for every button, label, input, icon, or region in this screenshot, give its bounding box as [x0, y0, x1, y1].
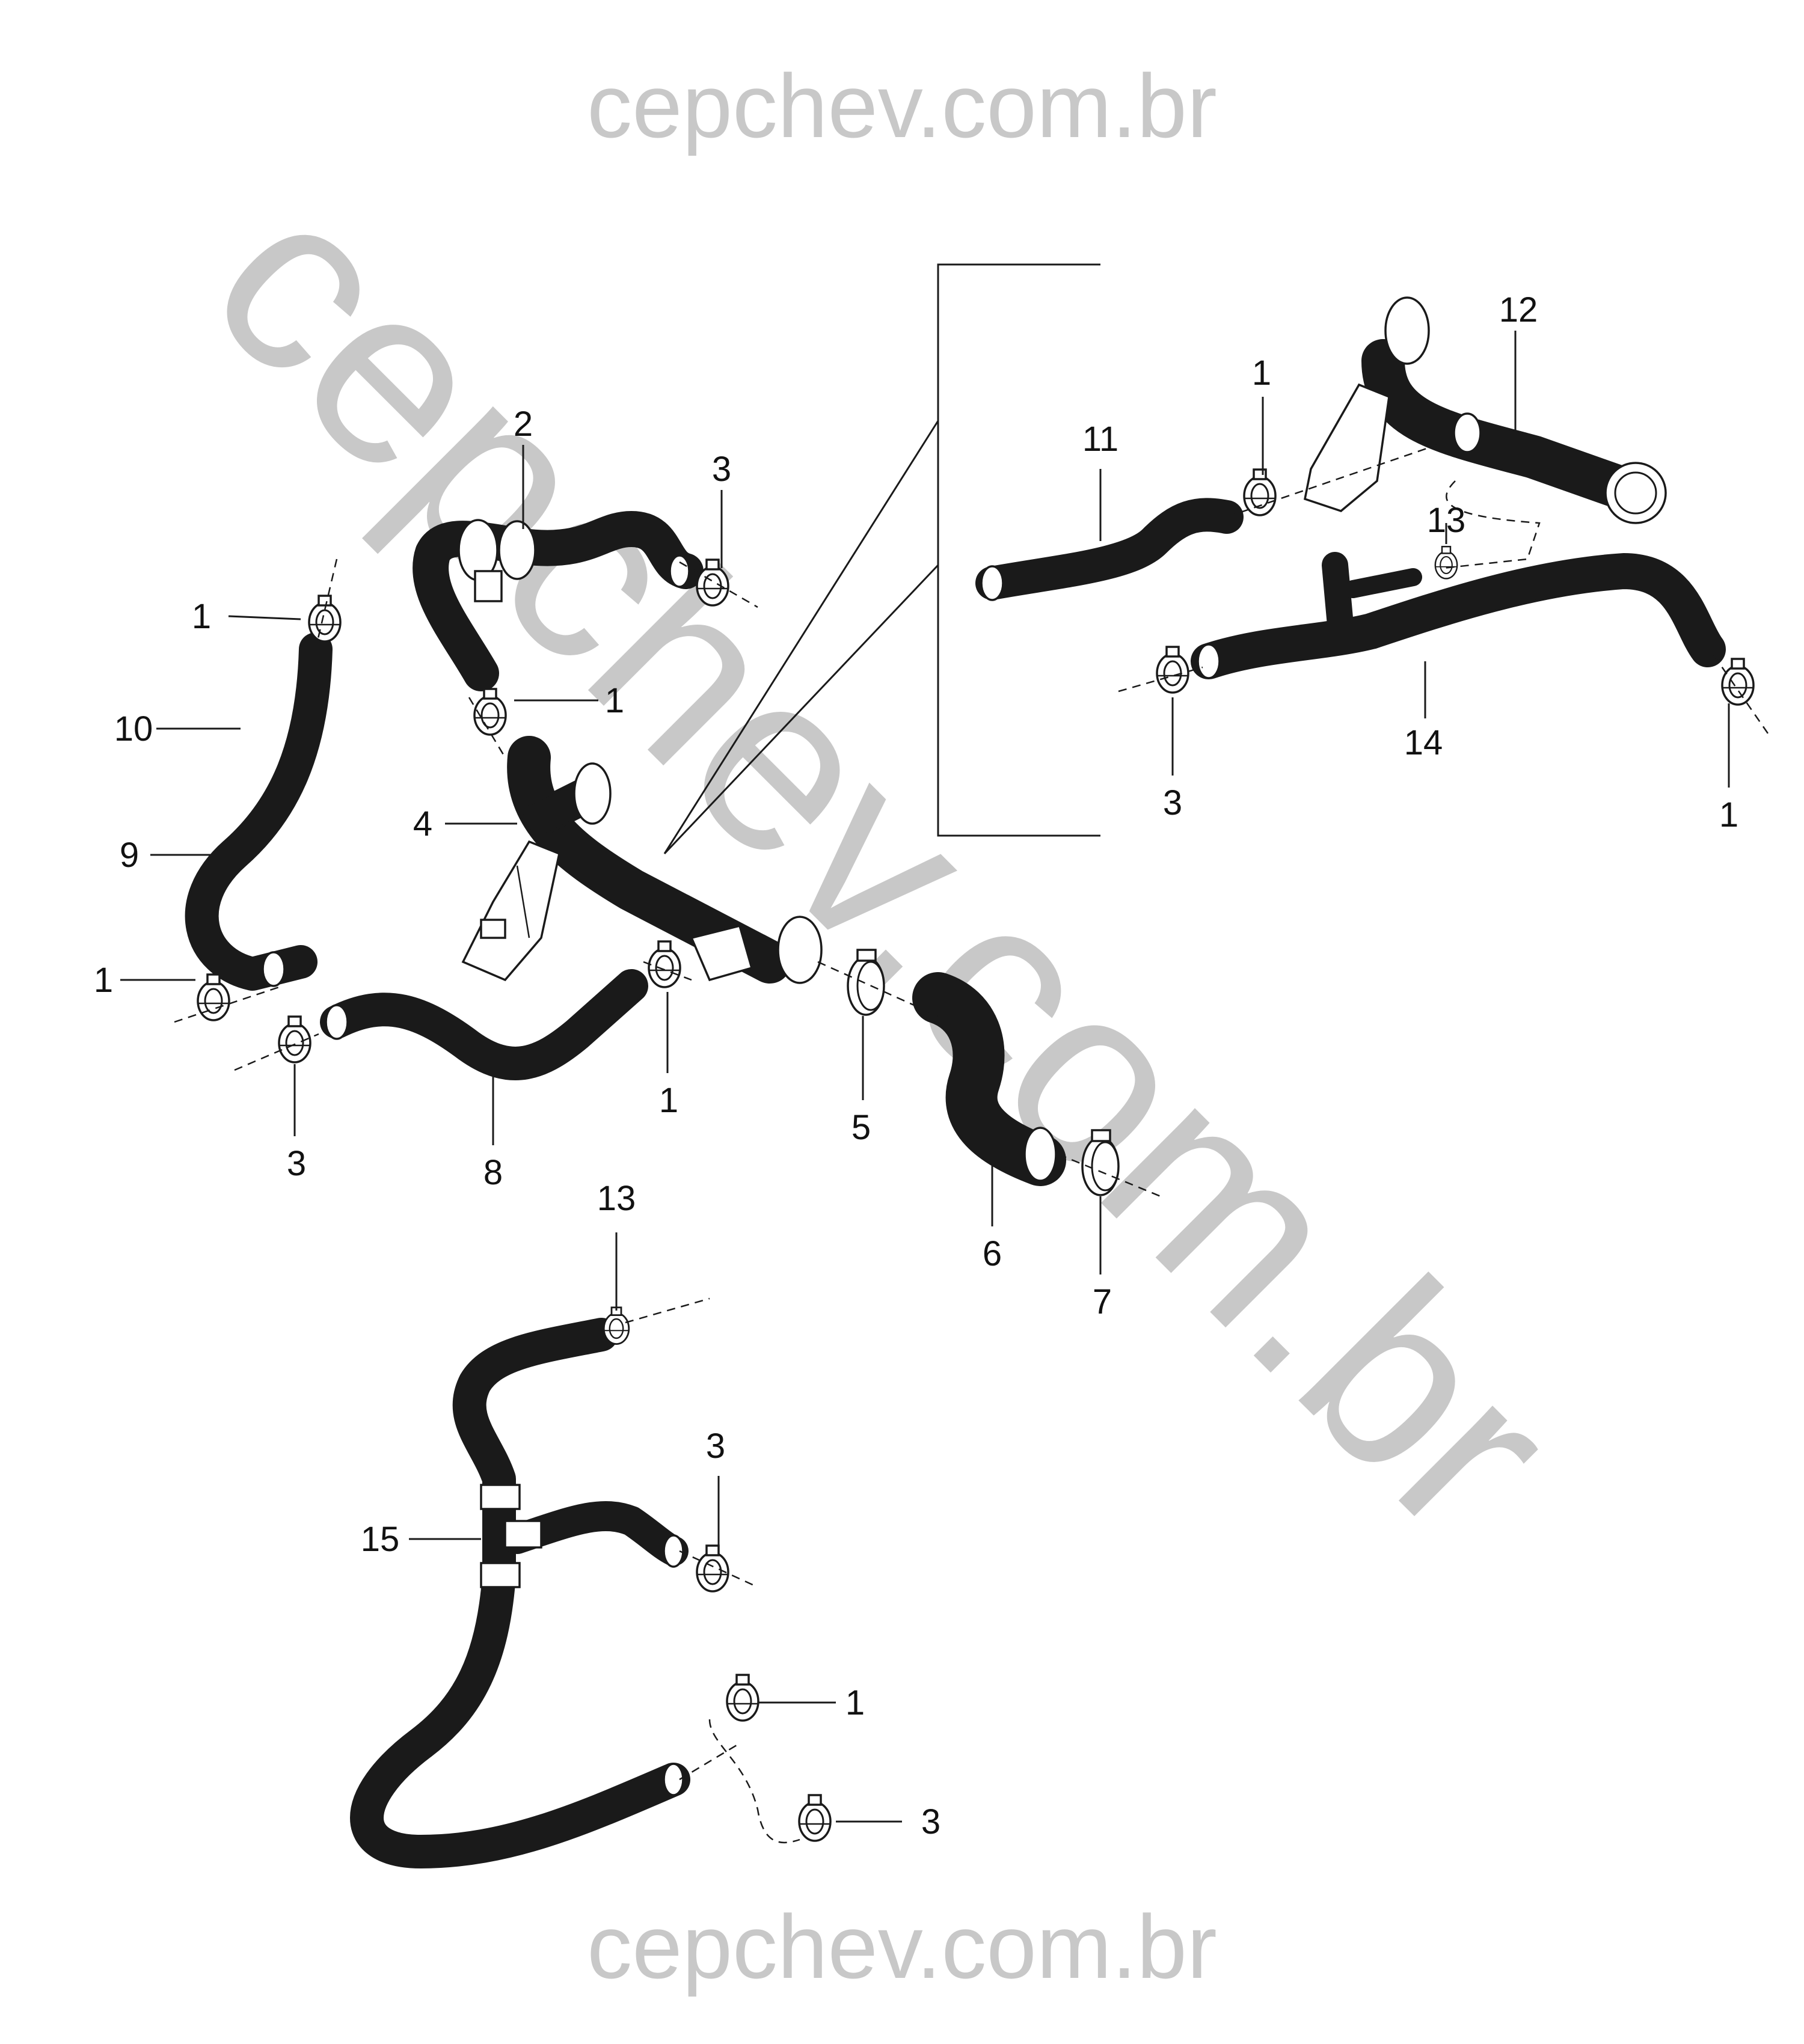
callout-5: 5 [851, 1108, 871, 1147]
callout-1-f: 1 [1719, 795, 1738, 834]
watermark-top: cepchev.com.br [587, 55, 1217, 156]
hose-2 [413, 511, 704, 691]
callout-7: 7 [1093, 1282, 1112, 1321]
clamp-3-e [798, 1794, 832, 1842]
callout-1-c: 1 [94, 961, 113, 1000]
clamp-1-a [308, 595, 342, 643]
leader-lines [120, 331, 1730, 1823]
pipe-12 [1303, 296, 1667, 524]
callout-3-a: 3 [712, 450, 731, 489]
callout-12: 12 [1499, 290, 1538, 329]
callout-6: 6 [983, 1234, 1002, 1273]
callout-10: 10 [114, 709, 153, 748]
callout-13-b: 13 [597, 1179, 636, 1218]
callout-13-a: 13 [1427, 501, 1466, 540]
hose-8 [320, 969, 648, 1080]
callout-1-a: 1 [192, 597, 211, 636]
callout-4: 4 [413, 804, 432, 843]
pipe-4 [461, 736, 823, 984]
callout-1-d: 1 [659, 1081, 678, 1120]
callout-14: 14 [1404, 723, 1443, 762]
clamp-3-d [696, 1544, 729, 1593]
clamp-3-c [1156, 646, 1189, 694]
clamp-13-b [603, 1306, 630, 1345]
callout-2: 2 [514, 405, 533, 444]
callout-3-d: 3 [706, 1427, 725, 1466]
callout-1-g: 1 [845, 1683, 865, 1722]
clamp-1-b [473, 688, 507, 736]
hose-6 [912, 972, 1066, 1186]
callout-1-b: 1 [605, 681, 624, 720]
callout-1-e: 1 [1252, 353, 1271, 393]
callout-3-b: 3 [287, 1144, 306, 1183]
callout-11: 11 [1082, 420, 1118, 459]
hose-15 [350, 1318, 690, 1868]
clamp-1-e [1243, 468, 1277, 516]
clamp-1-g [726, 1674, 759, 1722]
callout-15: 15 [361, 1520, 400, 1559]
callout-3-e: 3 [921, 1802, 940, 1841]
clamp-1-d [648, 940, 681, 988]
clamp-13-a [1434, 545, 1458, 580]
callout-9: 9 [120, 836, 139, 875]
watermark-bottom: cepchev.com.br [587, 1896, 1217, 1997]
hose-11 [975, 498, 1244, 601]
clamp-1-f [1721, 658, 1755, 706]
center-lines [174, 444, 1769, 1844]
detail-frame [663, 263, 1100, 855]
callout-8: 8 [483, 1153, 503, 1192]
callout-3-c: 3 [1163, 783, 1182, 822]
hose-14 [1191, 552, 1726, 679]
hose-9 [185, 632, 333, 991]
